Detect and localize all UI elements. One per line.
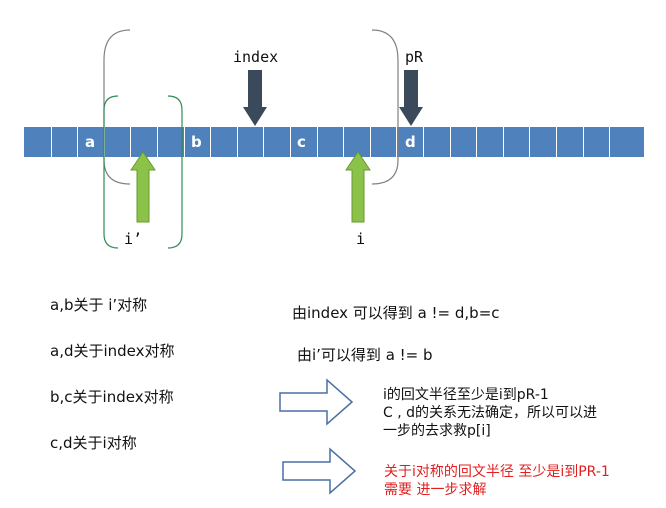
note1-line3: 一步的去求救p[i] bbox=[383, 423, 491, 439]
inner-range-bracket bbox=[103, 95, 183, 249]
note2-line1: 关于i对称的回文半径 至少是i到PR-1 bbox=[384, 464, 610, 480]
statement-2: a,d关于index对称 bbox=[50, 342, 175, 360]
i-up-arrow bbox=[345, 151, 371, 223]
i-label: i bbox=[356, 230, 366, 248]
i-prime-up-arrow bbox=[130, 151, 156, 223]
array-background bbox=[24, 127, 644, 157]
derivation-2: 由i’可以得到 a != b bbox=[297, 346, 433, 364]
index-down-arrow bbox=[243, 70, 267, 126]
note2-line2: 需要 进一步求解 bbox=[384, 482, 487, 498]
i-prime-label: i’ bbox=[124, 230, 143, 248]
note1-line1: i的回文半径至少是i到pR-1 bbox=[383, 387, 549, 403]
pR-label: pR bbox=[405, 48, 424, 66]
statement-1: a,b关于 i’对称 bbox=[50, 296, 148, 314]
pR-down-arrow bbox=[399, 70, 423, 126]
statement-4: c,d关于i对称 bbox=[50, 434, 137, 452]
array-strip bbox=[24, 127, 644, 157]
index-label: index bbox=[233, 48, 279, 66]
cell-label-c: c bbox=[297, 133, 306, 151]
outline-arrow-2 bbox=[282, 447, 357, 495]
cell-label-a: a bbox=[85, 133, 96, 151]
derivation-1: 由index 可以得到 a != d,b=c bbox=[292, 304, 500, 322]
outline-arrow-1 bbox=[279, 378, 354, 426]
cell-label-b: b bbox=[191, 133, 202, 151]
note1-line2: C , d的关系无法确定，所以可以进 bbox=[383, 405, 598, 421]
cell-label-d: d bbox=[405, 133, 416, 151]
statement-3: b,c关于index对称 bbox=[50, 388, 174, 406]
